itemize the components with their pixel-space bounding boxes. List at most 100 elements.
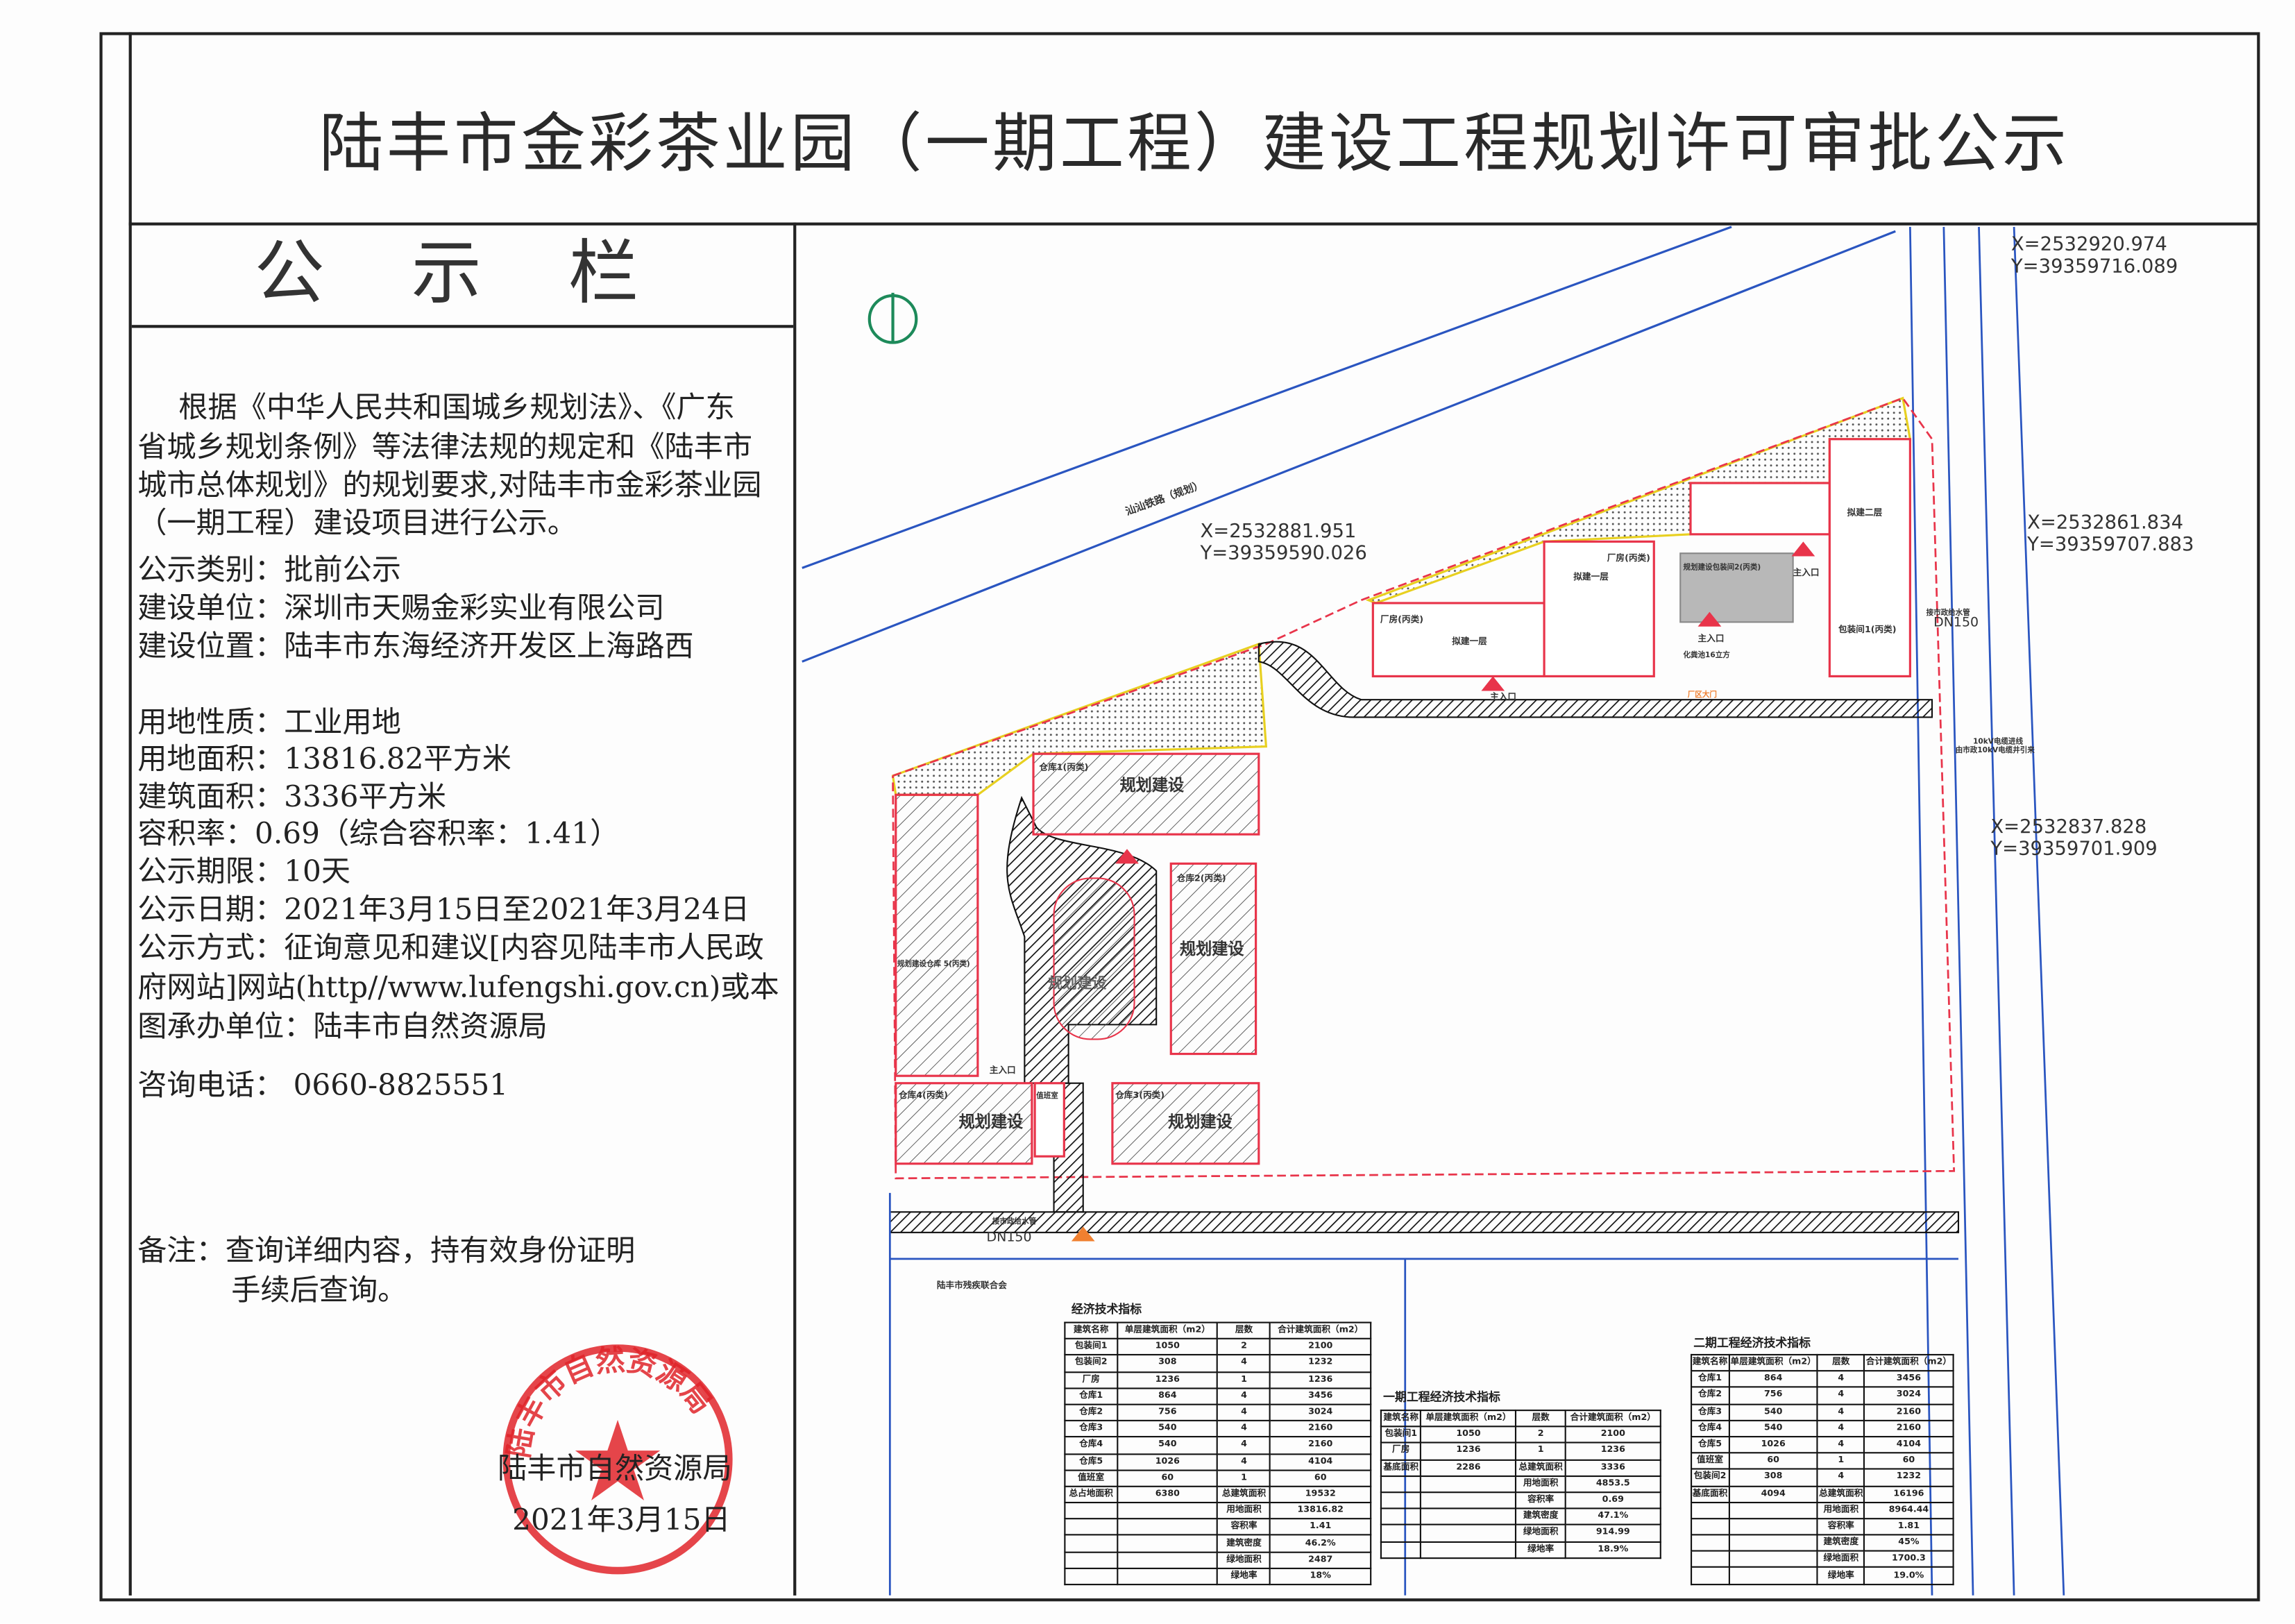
table-cell	[1691, 1566, 1730, 1585]
table-cell: 3336	[1564, 1458, 1661, 1477]
warehouse-2	[1169, 862, 1257, 1056]
building-label: 仓库3(丙类)	[1115, 1090, 1165, 1100]
table-cell: 总建筑面积	[1515, 1458, 1566, 1477]
table-cell: 用地面积	[1217, 1502, 1271, 1520]
entrance-icon	[1791, 541, 1815, 557]
table-cell	[1064, 1550, 1118, 1569]
table-cell	[1064, 1534, 1118, 1553]
table-cell	[1727, 1566, 1819, 1585]
table-cell: 包装间1	[1380, 1426, 1422, 1444]
building-label: 规划建设	[958, 1113, 1024, 1131]
table-cell: 合计建筑面积（m2）	[1269, 1321, 1372, 1340]
table-cell: 1	[1817, 1452, 1865, 1471]
north-arrow-icon	[867, 292, 918, 344]
table-cell: 绿地率	[1217, 1567, 1271, 1586]
table-cell: 1236	[1116, 1371, 1219, 1389]
pipe-label: 接市政给水管	[992, 1217, 1037, 1226]
remark: 手续后查询。	[231, 1271, 407, 1308]
table-cell: 4	[1217, 1387, 1271, 1405]
table-title: 二期工程经济技术指标	[1693, 1336, 1811, 1350]
building-label: 规划建设	[1180, 940, 1245, 958]
table-cell: 仓库3	[1064, 1420, 1118, 1438]
building-label: 规划建设包装间2(丙类)	[1683, 562, 1761, 571]
table-cell: 1236	[1269, 1371, 1372, 1389]
table-cell	[1116, 1502, 1219, 1520]
railway-label: 汕汕铁路（规划）	[1124, 478, 1205, 518]
warehouse-1	[1032, 752, 1260, 836]
table-cell: 仓库3	[1691, 1403, 1730, 1421]
table-cell: 2	[1217, 1338, 1271, 1356]
table-cell: 1	[1217, 1469, 1271, 1487]
table-cell	[1727, 1501, 1819, 1520]
table-cell: 用地面积	[1817, 1501, 1865, 1520]
table-cell: 19532	[1269, 1485, 1372, 1504]
table-cell: 308	[1727, 1469, 1819, 1487]
notice-category: 公示类别：批前公示	[137, 552, 401, 587]
table-cell: 单层建筑面积（m2）	[1727, 1353, 1819, 1372]
table-cell: 8964.44	[1863, 1501, 1954, 1520]
table-cell	[1380, 1475, 1422, 1494]
table-cell: 756	[1727, 1387, 1819, 1405]
table-cell: 建筑密度	[1515, 1507, 1566, 1526]
table-cell: 容积率	[1817, 1517, 1865, 1536]
table-cell: 2286	[1420, 1458, 1517, 1477]
table-cell: 0.69	[1564, 1491, 1661, 1509]
table-cell	[1116, 1550, 1219, 1569]
building-label: 仓库1(丙类)	[1038, 761, 1088, 772]
table-cell: 2160	[1269, 1420, 1372, 1438]
phone: 咨询电话： 0660-8825551	[137, 1067, 509, 1103]
outer-frame	[99, 32, 2260, 1602]
cable-label: 由市政10kV电缆井引来	[1956, 745, 2035, 754]
floor-area-ratio: 容积率：0.69（综合容积率：1.41）	[137, 815, 620, 851]
table-cell: 1	[1515, 1442, 1566, 1460]
table-cell: 3456	[1863, 1370, 1954, 1389]
table-cell: 建筑名称	[1380, 1410, 1422, 1428]
table-cell: 2160	[1269, 1436, 1372, 1455]
table-cell	[1420, 1540, 1517, 1559]
table-cell: 仓库4	[1691, 1419, 1730, 1438]
table-cell: 2160	[1863, 1403, 1954, 1421]
packing-room-1	[1828, 438, 1911, 677]
table-cell	[1064, 1502, 1118, 1520]
table-cell: 用地面积	[1515, 1475, 1566, 1494]
table-cell: 容积率	[1515, 1491, 1566, 1509]
land-use: 用地性质：工业用地	[137, 704, 401, 740]
table-cell: 4104	[1863, 1435, 1954, 1454]
table-cell: 绿地面积	[1817, 1550, 1865, 1568]
entrance-label: 主入口	[990, 1065, 1016, 1075]
page-title: 陆丰市金彩茶业园（一期工程）建设工程规划许可审批公示	[319, 106, 2070, 182]
table-cell: 1026	[1727, 1435, 1819, 1454]
table-cell: 4	[1817, 1419, 1865, 1438]
table-cell: 4	[1217, 1453, 1271, 1471]
table-cell	[1116, 1518, 1219, 1537]
table-cell: 包装间2	[1691, 1469, 1730, 1487]
site-plan: 汕汕铁路（规划） 仓库1(丙类) 规划建设 仓库2(丙类) 规划建设 规划建设仓…	[792, 224, 2254, 1596]
table-cell: 总建筑面积	[1217, 1485, 1271, 1504]
building-label: 规划建设	[1168, 1113, 1233, 1131]
board-header: 公 示 栏	[131, 223, 794, 328]
building-label: 拟建一层	[1573, 571, 1609, 582]
table-cell: 4	[1217, 1420, 1271, 1438]
table-cell	[1691, 1517, 1730, 1536]
table-cell: 60	[1269, 1469, 1372, 1487]
remark: 备注：查询详细内容，持有效身份证明	[137, 1232, 636, 1268]
table-cell	[1380, 1507, 1422, 1526]
table-cell: 45%	[1863, 1534, 1954, 1553]
table-cell: 仓库1	[1064, 1387, 1118, 1405]
table-cell: 4	[1817, 1370, 1865, 1389]
table-cell: 4104	[1269, 1453, 1372, 1471]
table-cell: 仓库5	[1064, 1453, 1118, 1471]
